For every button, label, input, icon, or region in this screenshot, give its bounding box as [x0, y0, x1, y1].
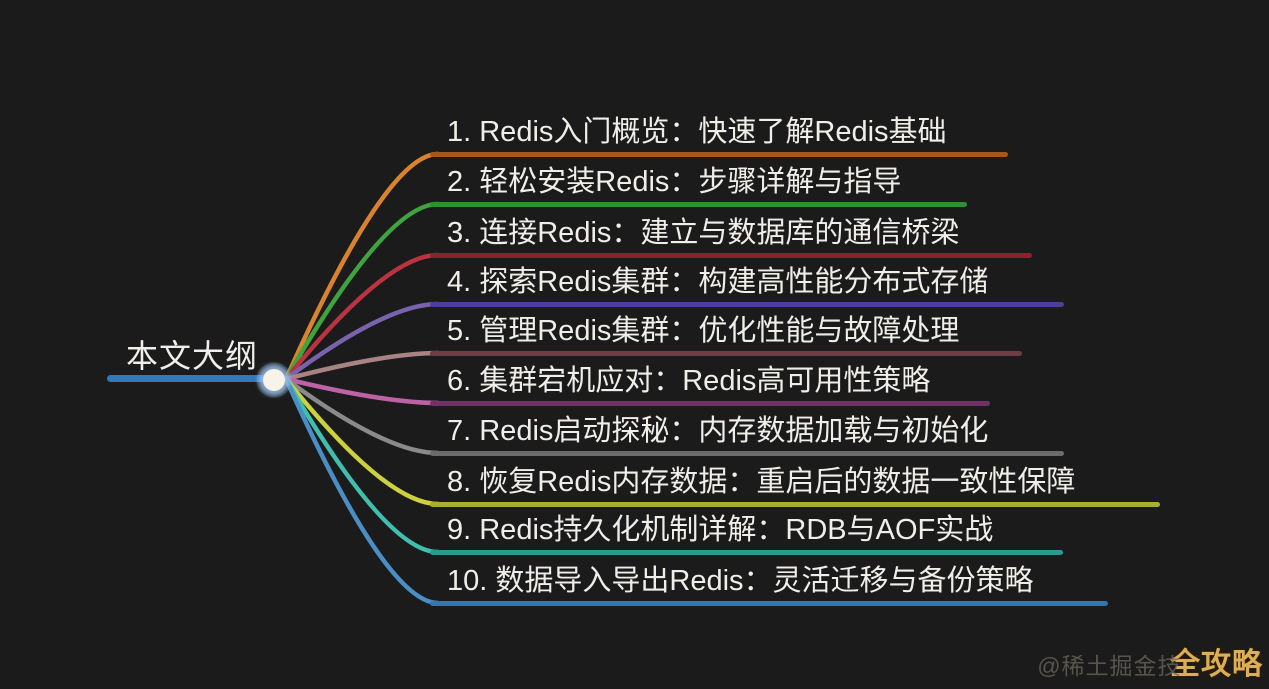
- branch-underline-2: [430, 201, 967, 207]
- watermark-badge: 全攻略: [1170, 648, 1263, 681]
- branch-underline-4: [430, 301, 1064, 307]
- branch-node-label-2[interactable]: 2. 轻松安装Redis：步骤详解与指导: [447, 166, 902, 198]
- branch-node-label-4[interactable]: 4. 探索Redis集群：构建高性能分布式存储: [447, 266, 989, 298]
- root-node-label[interactable]: 本文大纲: [126, 338, 259, 374]
- branch-curve-4: [283, 301, 441, 382]
- branch-node-label-6[interactable]: 6. 集群宕机应对：Redis高可用性策略: [447, 365, 931, 397]
- branch-curve-5: [283, 350, 441, 382]
- branch-underline-1: [430, 151, 1008, 157]
- branch-underline-5: [430, 350, 1022, 356]
- root-underline: [107, 375, 274, 382]
- branch-underline-10: [430, 600, 1108, 606]
- branch-curve-1: [283, 151, 441, 382]
- branch-curve-9: [283, 376, 441, 555]
- branch-underline-3: [430, 252, 1032, 258]
- hub-node-icon[interactable]: [263, 369, 285, 391]
- watermark-handle: @稀土掘金技: [1037, 653, 1182, 679]
- watermark: @稀土掘金技 全攻略: [1037, 639, 1263, 683]
- branch-curve-8: [283, 376, 441, 507]
- branch-node-label-1[interactable]: 1. Redis入门概览：快速了解Redis基础: [447, 116, 947, 148]
- branch-node-label-10[interactable]: 10. 数据导入导出Redis：灵活迁移与备份策略: [447, 565, 1034, 597]
- branch-curve-7: [283, 376, 441, 456]
- branch-node-label-9[interactable]: 9. Redis持久化机制详解：RDB与AOF实战: [447, 514, 994, 546]
- branch-underline-6: [430, 400, 990, 406]
- branch-curve-10: [283, 376, 441, 606]
- branch-curve-3: [283, 252, 441, 382]
- branch-curve-2: [283, 201, 441, 382]
- branch-underline-8: [430, 501, 1160, 507]
- branch-node-label-7[interactable]: 7. Redis启动探秘：内存数据加载与初始化: [447, 415, 989, 447]
- branch-underline-9: [430, 549, 1063, 555]
- branch-node-label-8[interactable]: 8. 恢复Redis内存数据：重启后的数据一致性保障: [447, 466, 1076, 498]
- branch-node-label-3[interactable]: 3. 连接Redis：建立与数据库的通信桥梁: [447, 217, 960, 249]
- branch-underline-7: [430, 450, 1064, 456]
- branch-curve-6: [283, 376, 441, 406]
- branch-node-label-5[interactable]: 5. 管理Redis集群：优化性能与故障处理: [447, 315, 960, 347]
